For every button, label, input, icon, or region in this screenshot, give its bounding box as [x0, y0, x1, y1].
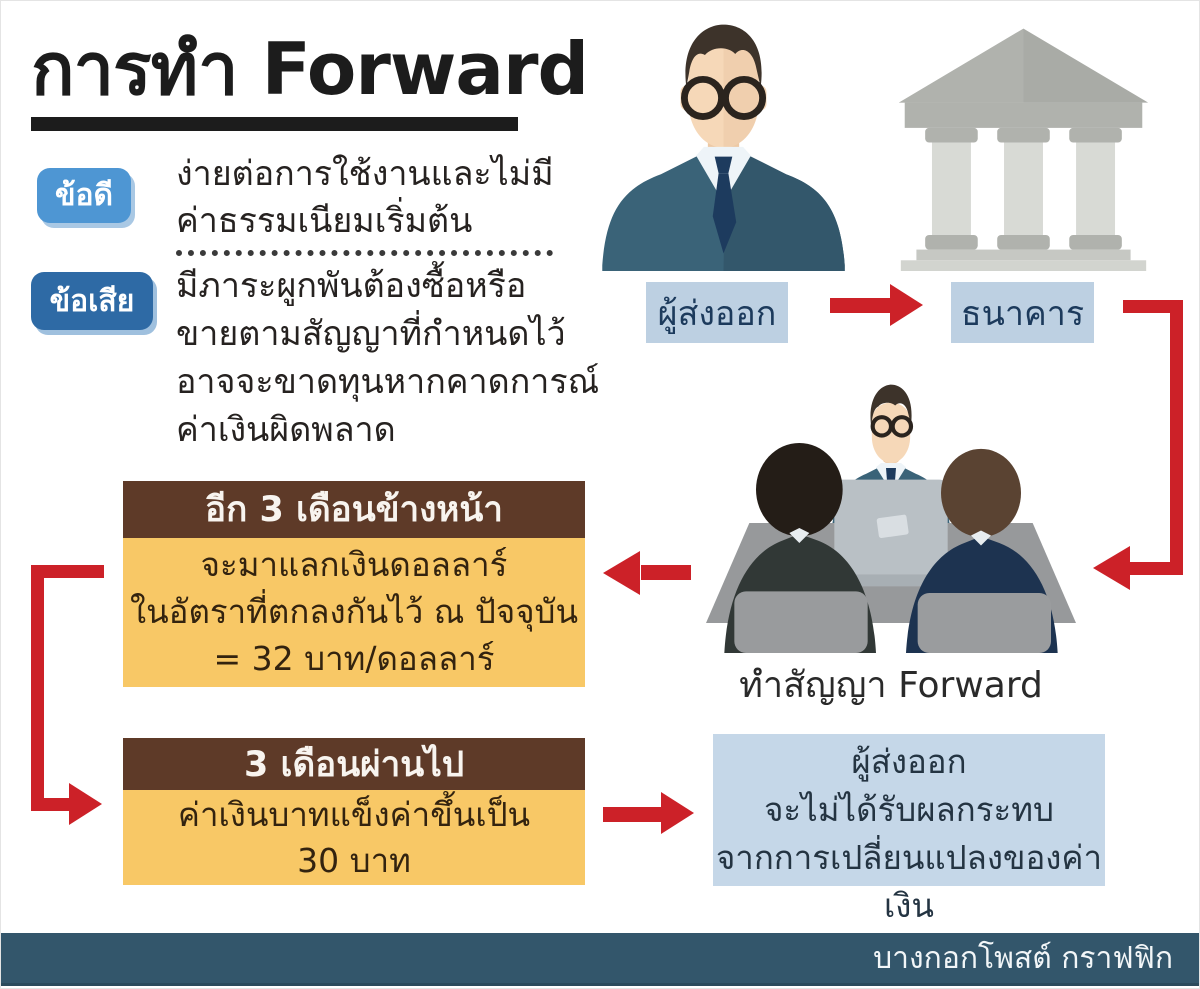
meeting-icon [706, 384, 1076, 653]
arrow-right-head-icon [890, 284, 923, 326]
future-box-line: = 32 บาท/ดอลลาร์ [213, 639, 495, 678]
result-line: จะไม่ได้รับผลกระทบ [764, 790, 1054, 829]
cons-line: ค่าเงินผิดพลาด [176, 410, 396, 450]
cons-text: มีภาระผูกพันต้องซื้อหรือ ขายตามสัญญาที่ก… [176, 262, 599, 454]
bracket-arrow-left-stem-icon [31, 565, 44, 811]
arrow-left-icon [641, 565, 691, 580]
pros-line: ค่าธรรมเนียมเริ่มต้น [176, 201, 473, 241]
result-box: ผู้ส่งออก จะไม่ได้รับผลกระทบ จากการเปลี่… [713, 734, 1105, 925]
arrow-right-head-icon [661, 792, 694, 834]
future-box-line: ในอัตราที่ตกลงกันไว้ ณ ปัจจุบัน [129, 592, 579, 631]
bracket-arrow-right-bottom-icon [1129, 562, 1183, 575]
past-box-line: 30 บาท [297, 841, 411, 880]
future-box-header: อีก 3 เดือนข้างหน้า [123, 481, 585, 538]
arrow-right-icon [830, 298, 890, 313]
past-box: 3 เดือนผ่านไป ค่าเงินบาทแข็งค่าขึ้นเป็น … [123, 738, 585, 885]
pros-text: ง่ายต่อการใช้งานและไม่มี ค่าธรรมเนียมเริ… [176, 151, 554, 245]
page-title: การทำ Forward [31, 27, 589, 111]
bracket-arrow-left-bottom-icon [31, 798, 71, 811]
bracket-arrow-left-head-icon [69, 783, 102, 825]
bracket-arrow-right-head-icon [1093, 546, 1130, 590]
pros-line: ง่ายต่อการใช้งานและไม่มี [176, 154, 554, 194]
past-box-header: 3 เดือนผ่านไป [123, 738, 585, 790]
pros-badge-label: ข้อดี [54, 178, 113, 213]
future-box-line: จะมาแลกเงินดอลลาร์ [200, 545, 508, 584]
result-line: ผู้ส่งออก [851, 742, 967, 781]
result-line: จากการเปลี่ยนแปลงของค่าเงิน [715, 838, 1103, 925]
cons-line: มีภาระผูกพันต้องซื้อหรือ [176, 266, 527, 306]
dotted-divider [176, 250, 553, 256]
past-box-line: ค่าเงินบาทแข็งค่าขึ้นเป็น [177, 795, 531, 834]
cons-line: ขายตามสัญญาที่กำหนดไว้ [176, 314, 566, 354]
bracket-arrow-right-stem-icon [1170, 300, 1183, 575]
future-box: อีก 3 เดือนข้างหน้า จะมาแลกเงินดอลลาร์ ใ… [123, 481, 585, 687]
bank-icon [898, 28, 1149, 271]
future-box-body: จะมาแลกเงินดอลลาร์ ในอัตราที่ตกลงกันไว้ … [123, 538, 585, 687]
cons-badge-label: ข้อเสีย [49, 283, 135, 319]
bank-label: ธนาคาร [951, 282, 1094, 343]
footer-bar: บางกอกโพสต์ กราฟฟิก [1, 933, 1199, 986]
bracket-arrow-right-top-icon [1123, 300, 1183, 313]
arrow-right-icon [603, 807, 663, 822]
businessman-icon [602, 24, 845, 271]
title-underline [31, 117, 518, 131]
pros-badge: ข้อดี [37, 168, 131, 223]
past-box-body: ค่าเงินบาทแข็งค่าขึ้นเป็น 30 บาท [123, 790, 585, 885]
meeting-caption: ทำสัญญา Forward [739, 665, 1043, 706]
cons-line: อาจจะขาดทุนหากคาดการณ์ [176, 362, 600, 402]
footer-credit: บางกอกโพสต์ กราฟฟิก [873, 940, 1173, 976]
bracket-arrow-left-top-icon [31, 565, 104, 578]
cons-badge: ข้อเสีย [31, 272, 153, 330]
arrow-left-head-icon [603, 551, 640, 595]
exporter-label-text: ผู้ส่งออก [657, 293, 777, 334]
exporter-label: ผู้ส่งออก [646, 282, 788, 343]
bank-label-text: ธนาคาร [960, 293, 1085, 334]
